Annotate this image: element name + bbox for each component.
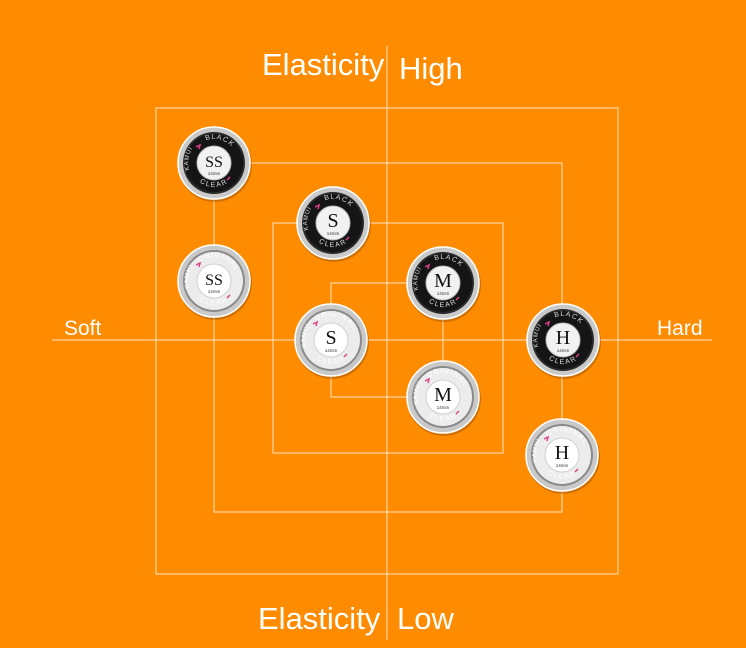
tip-letter: M: [434, 384, 452, 406]
tip-arc-bottom-text: CLEAR: [427, 412, 458, 423]
tip-size-text: 14mm: [556, 463, 569, 468]
frame-s-h: [272, 222, 504, 454]
tip-arc-bottom-text: CLEAR: [315, 355, 346, 366]
hard-label: Hard: [657, 317, 703, 340]
tip-size-text: 14mm: [325, 348, 338, 353]
tip-size-text: 14mm: [208, 289, 221, 294]
tip-letter: H: [556, 327, 570, 349]
tip-arc-left-text: KAMUI: [303, 206, 313, 231]
tip-arc-left-text: KAMUI: [301, 323, 311, 348]
elasticity-high-label-left: Elasticity: [262, 47, 385, 82]
tips-layer: BLACKCLEARKAMUISS14mmORIGINALCLEARKAMUIS…: [177, 126, 601, 494]
tip-arc-bottom-text: CLEAR: [317, 238, 348, 249]
tip-size-text: 14mm: [437, 405, 450, 410]
tip-size-text: 14mm: [437, 291, 450, 296]
tip-arc-bottom-text: CLEAR: [546, 470, 577, 481]
tip-arc-left-text: KAMUI: [533, 323, 543, 348]
elasticity-low-label-left: Elasticity: [258, 601, 381, 636]
tip-size-text: 14mm: [327, 231, 340, 236]
soft-label: Soft: [64, 317, 102, 340]
elasticity-high-label-right: High: [399, 51, 463, 86]
tip-arc-bottom-text: CLEAR: [547, 355, 578, 366]
tip-arc-bottom-text: CLEAR: [427, 298, 458, 309]
tip-arc-left-text: KAMUI: [532, 438, 542, 463]
tip-arc-left-text: KAMUI: [184, 264, 194, 289]
tip-letter: H: [555, 442, 569, 464]
tip-arc-left-text: KAMUI: [413, 266, 423, 291]
frame-ss-h: [213, 162, 563, 513]
tip-arc-bottom-text: CLEAR: [198, 296, 229, 307]
tip-arc-bottom-text: CLEAR: [198, 178, 229, 189]
outer-frame: [155, 107, 619, 575]
tip-letter: M: [434, 270, 452, 292]
tip-letter: S: [327, 210, 338, 232]
tip-letter: SS: [205, 154, 223, 171]
tip-letter: S: [325, 327, 336, 349]
elasticity-low-label-right: Low: [397, 601, 454, 636]
tip-arc-left-text: KAMUI: [413, 380, 423, 405]
tip-size-text: 14mm: [557, 348, 570, 353]
tip-arc-left-text: KAMUI: [184, 146, 194, 171]
tip-size-text: 14mm: [208, 171, 221, 176]
tip-letter: SS: [205, 272, 223, 289]
